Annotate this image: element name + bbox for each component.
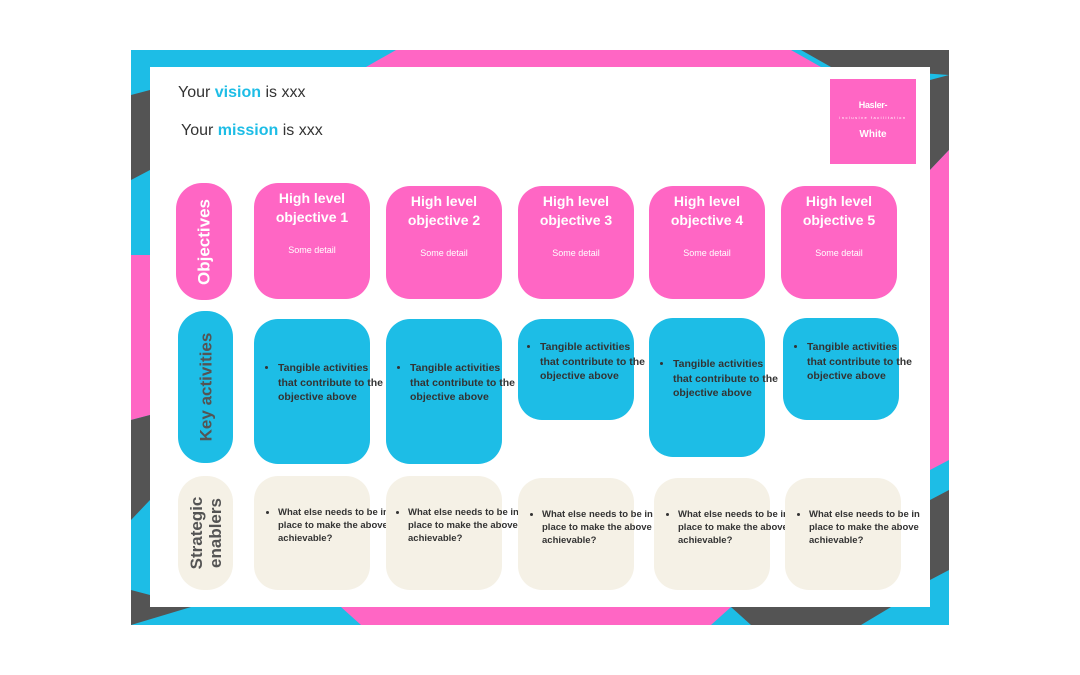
enabler-card: What else needs to be in place to make t…: [654, 478, 789, 590]
vision-statement: Your vision is xxx: [178, 84, 306, 101]
activity-card: Tangible activities that contribute to t…: [783, 318, 912, 420]
activity-card: Tangible activities that contribute to t…: [649, 318, 778, 457]
row-label-objectives: Objectives: [176, 183, 232, 300]
activity-card: Tangible activities that contribute to t…: [386, 319, 515, 464]
enabler-card: What else needs to be in place to make t…: [254, 476, 389, 590]
enabler-card: What else needs to be in place to make t…: [386, 476, 519, 590]
enabler-card: What else needs to be in place to make t…: [518, 478, 653, 590]
activity-card: Tangible activities that contribute to t…: [518, 319, 645, 420]
activity-card: Tangible activities that contribute to t…: [254, 319, 383, 464]
mission-statement: Your mission is xxx: [181, 122, 323, 139]
hasler-white-logo: Hasler- inclusive facilitation White: [830, 79, 916, 164]
enabler-card: What else needs to be in place to make t…: [785, 478, 920, 590]
row-label-key-activities: Key activities: [178, 311, 233, 463]
